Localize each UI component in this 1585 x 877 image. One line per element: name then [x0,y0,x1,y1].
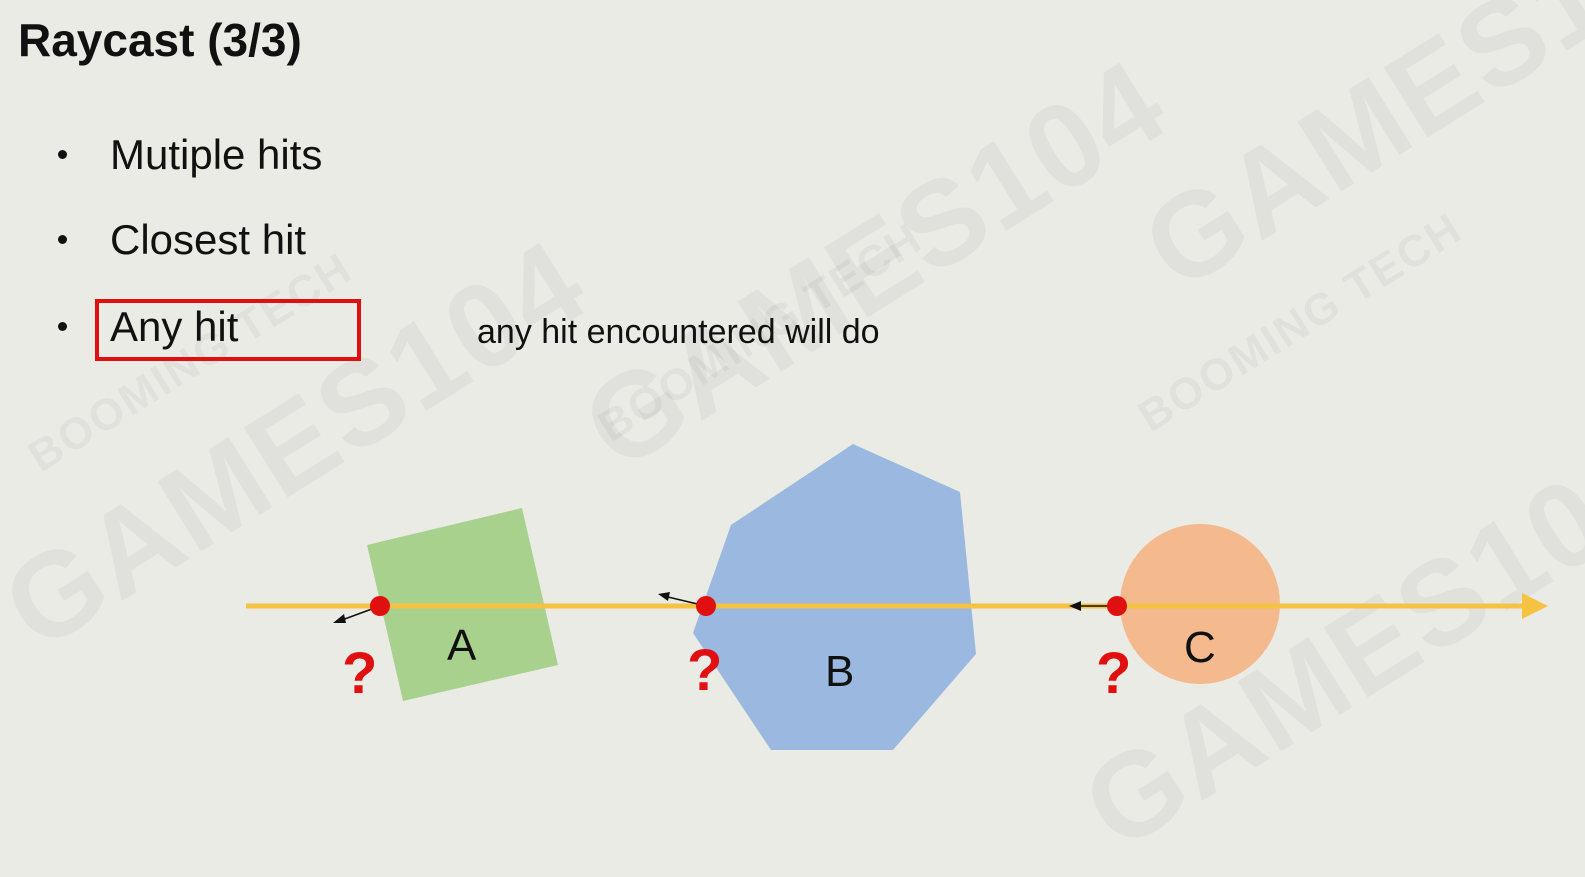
object-b-heptagon [693,444,976,750]
bullet-label: Any hit [110,303,239,350]
question-mark-b: ? [687,638,722,703]
hit-point-b [696,596,716,616]
raycast-diagram: A B C ? ? ? [246,444,1548,750]
hit-point-a [370,596,390,616]
question-mark-c: ? [1096,641,1131,706]
normal-arrowhead-icon [1069,601,1081,611]
slide-title: Raycast (3/3) [18,14,302,66]
hit-point-c [1107,596,1127,616]
bullet-label: Mutiple hits [110,131,323,178]
bullet-label: Closest hit [110,216,307,263]
any-hit-note: any hit encountered will do [477,313,880,351]
ray-arrowhead-icon [1522,593,1548,619]
bullet-dot [58,322,67,331]
object-c-label: C [1184,623,1216,672]
object-b-label: B [825,647,854,696]
bullet-dot [58,150,67,159]
any-hit-highlight-box [95,299,361,361]
bullet-dot [58,235,67,244]
normal-arrowhead-icon [333,614,346,623]
question-mark-a: ? [342,641,377,706]
normal-arrowhead-icon [658,592,670,601]
object-a-label: A [447,621,477,670]
